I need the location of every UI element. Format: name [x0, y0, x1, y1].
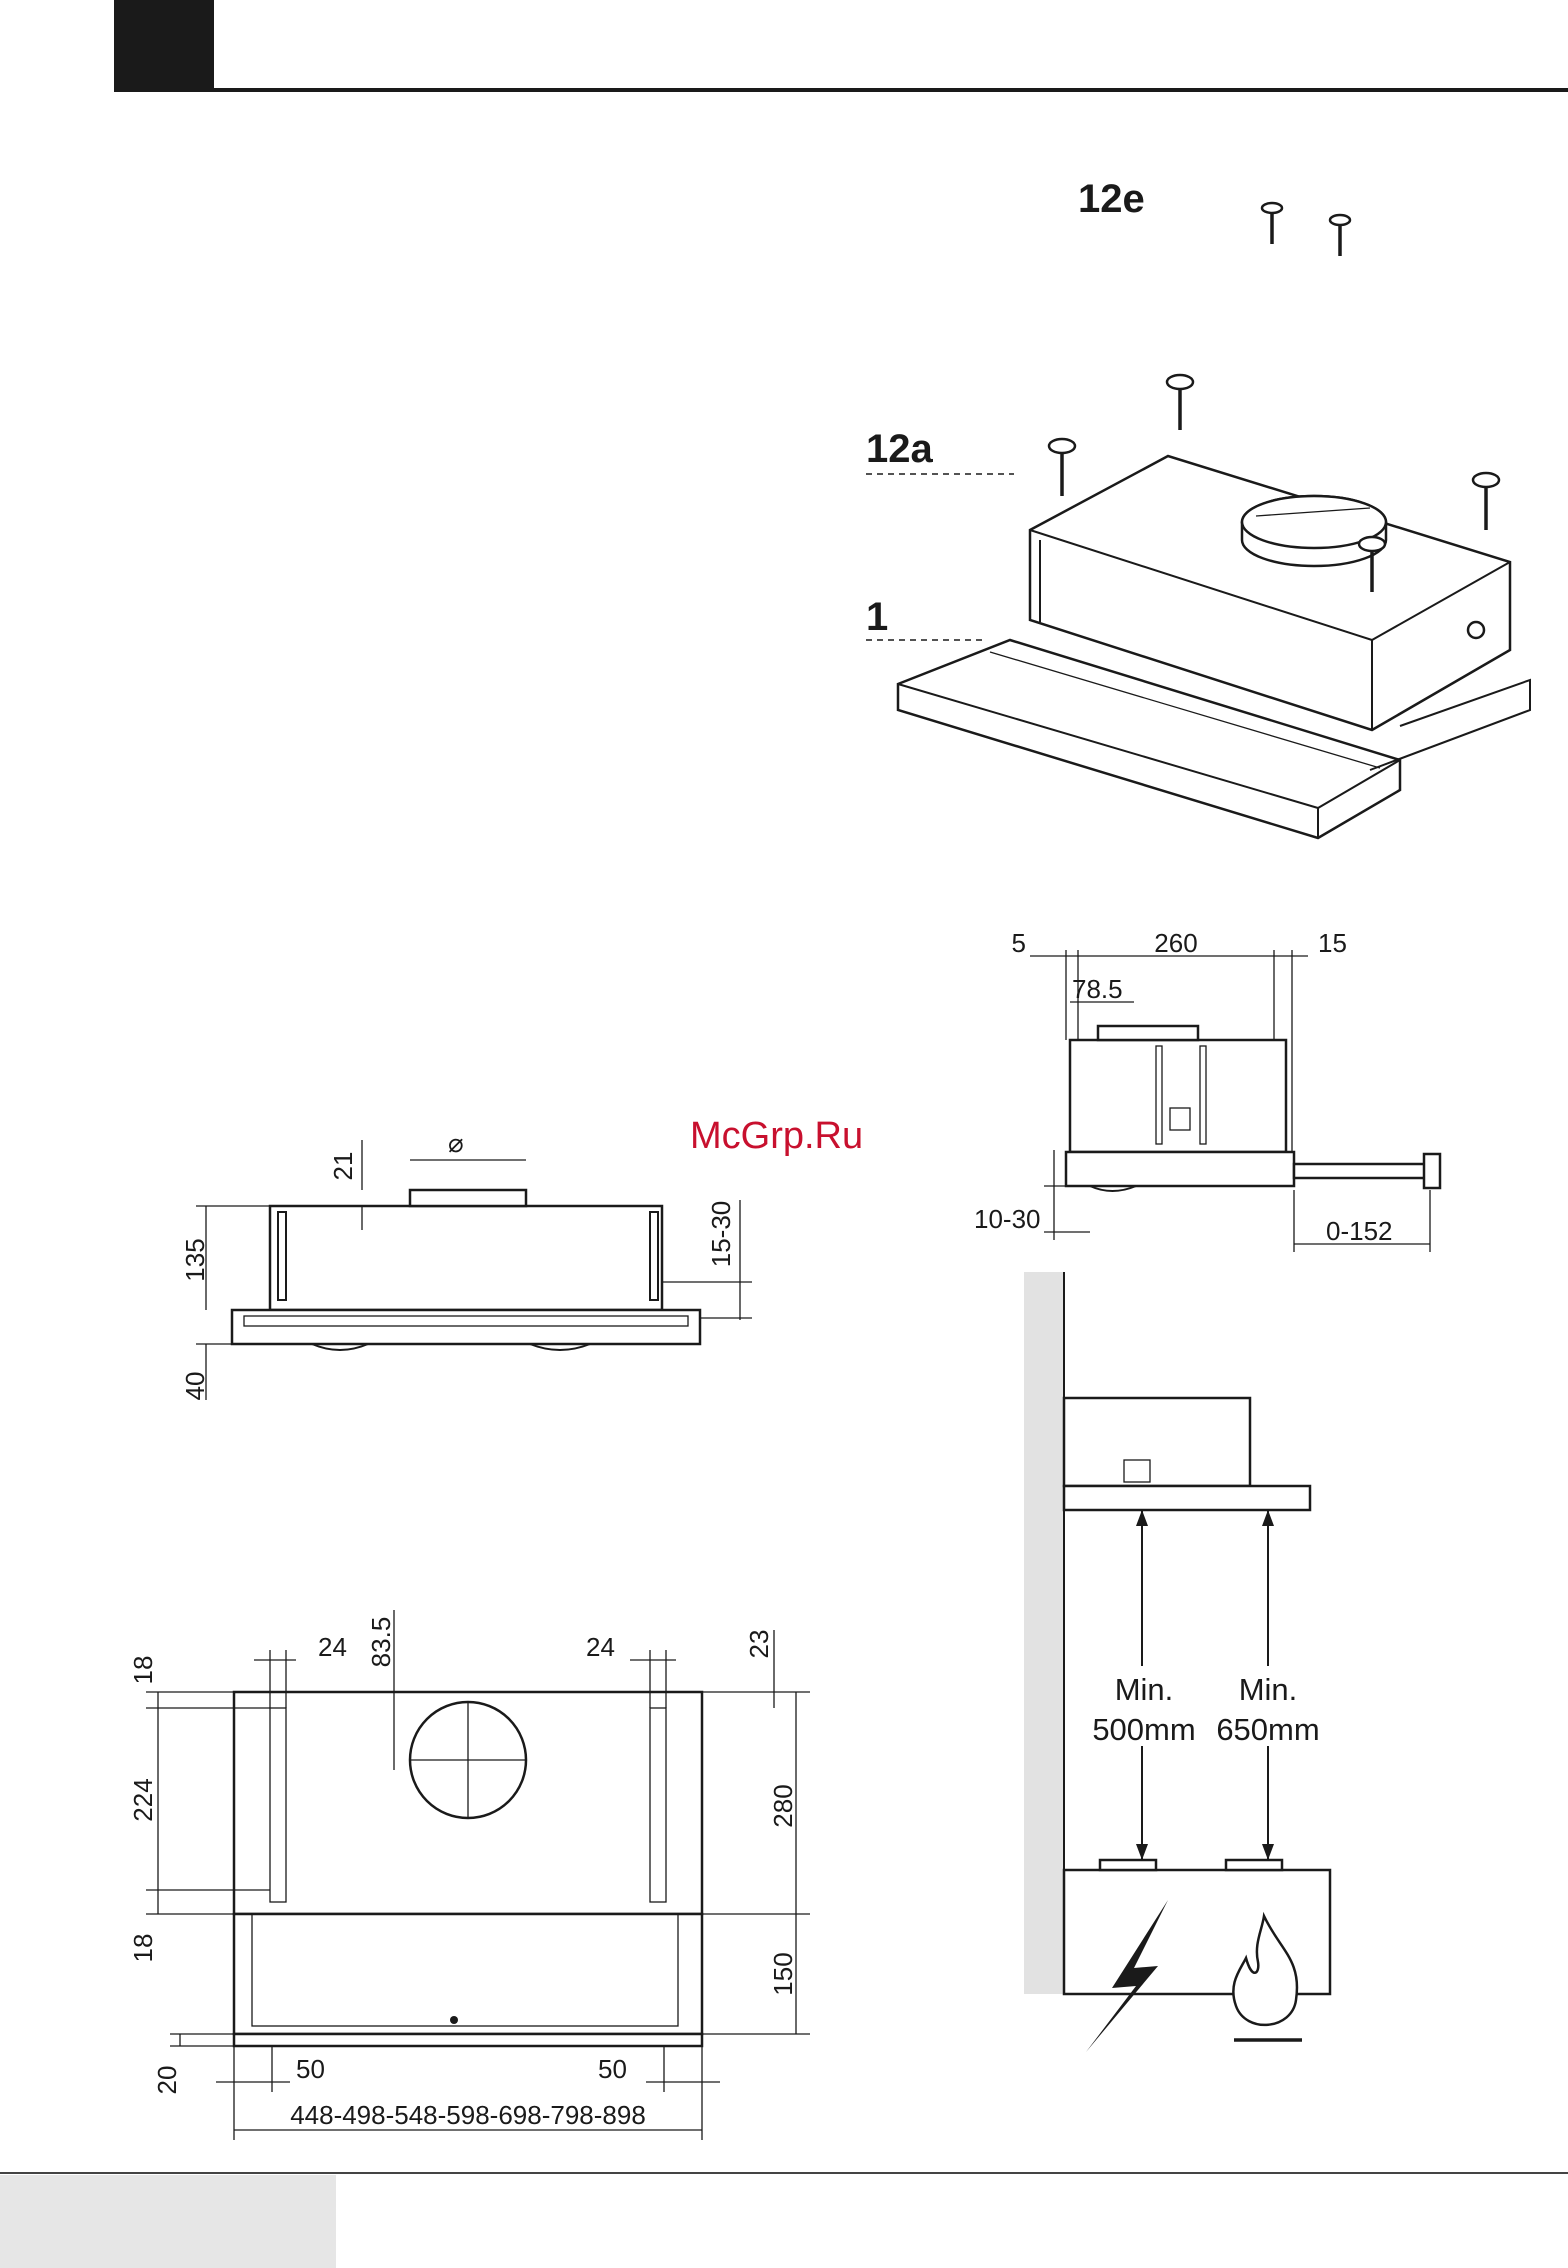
wall: [1024, 1272, 1064, 1994]
dim-50-right: 50: [598, 2054, 627, 2084]
dim-280: 280: [768, 1784, 798, 1827]
dim-23: 23: [744, 1630, 774, 1659]
footer-tab: [0, 2175, 336, 2268]
dim-50-left: 50: [296, 2054, 325, 2084]
dim-5: 5: [1012, 928, 1026, 958]
dim-24-right: 24: [586, 1632, 615, 1662]
screw-icon: [1473, 473, 1499, 530]
chapter-tab: [114, 0, 214, 90]
front-view: 21 ⌀ 135 40 15-30: [180, 1128, 752, 1400]
screw-icon: [1167, 375, 1193, 430]
top-view: 18 224 18 20 24 83.5 24 23 280 150: [128, 1610, 810, 2140]
screw-icon: [1262, 203, 1282, 244]
callout-1: 1: [866, 595, 888, 639]
dim-15: 15: [1318, 928, 1347, 958]
dim-83-5: 83.5: [366, 1617, 396, 1668]
min-label-left: Min.: [1115, 1672, 1174, 1707]
clearance-view: Min. 500mm Min. 650mm: [1024, 1272, 1330, 2052]
dim-24-left: 24: [318, 1632, 347, 1662]
dim-18-top: 18: [128, 1656, 158, 1685]
isometric-view: 12e 12a 1: [866, 177, 1530, 838]
callout-12e: 12e: [1078, 177, 1145, 221]
watermark: McGrp.Ru: [690, 1115, 863, 1157]
dim-78-5: 78.5: [1072, 974, 1123, 1004]
dim-18-bottom: 18: [128, 1934, 158, 1963]
diameter-symbol: ⌀: [448, 1128, 464, 1158]
dim-135: 135: [180, 1238, 210, 1281]
dim-21: 21: [328, 1152, 358, 1181]
dim-20: 20: [152, 2066, 182, 2095]
dim-10-30: 10-30: [974, 1204, 1041, 1234]
dim-224: 224: [128, 1778, 158, 1821]
side-view: 5 260 15 78.5 10-30 0-152: [974, 928, 1440, 1252]
page-header: [114, 0, 1568, 90]
dim-15-30: 15-30: [706, 1201, 736, 1268]
min-value-650: 650mm: [1216, 1712, 1319, 1747]
screw-icon: [1049, 439, 1075, 496]
dim-260: 260: [1154, 928, 1197, 958]
min-label-right: Min.: [1239, 1672, 1298, 1707]
page-footer: [0, 2173, 1568, 2268]
dim-0-152: 0-152: [1326, 1216, 1393, 1246]
screw-icon: [1330, 215, 1350, 256]
dim-widths: 448-498-548-598-698-798-898: [290, 2100, 646, 2130]
callout-12a: 12a: [866, 427, 933, 471]
min-value-500: 500mm: [1092, 1712, 1195, 1747]
dim-150: 150: [768, 1952, 798, 1995]
dim-40: 40: [180, 1372, 210, 1401]
